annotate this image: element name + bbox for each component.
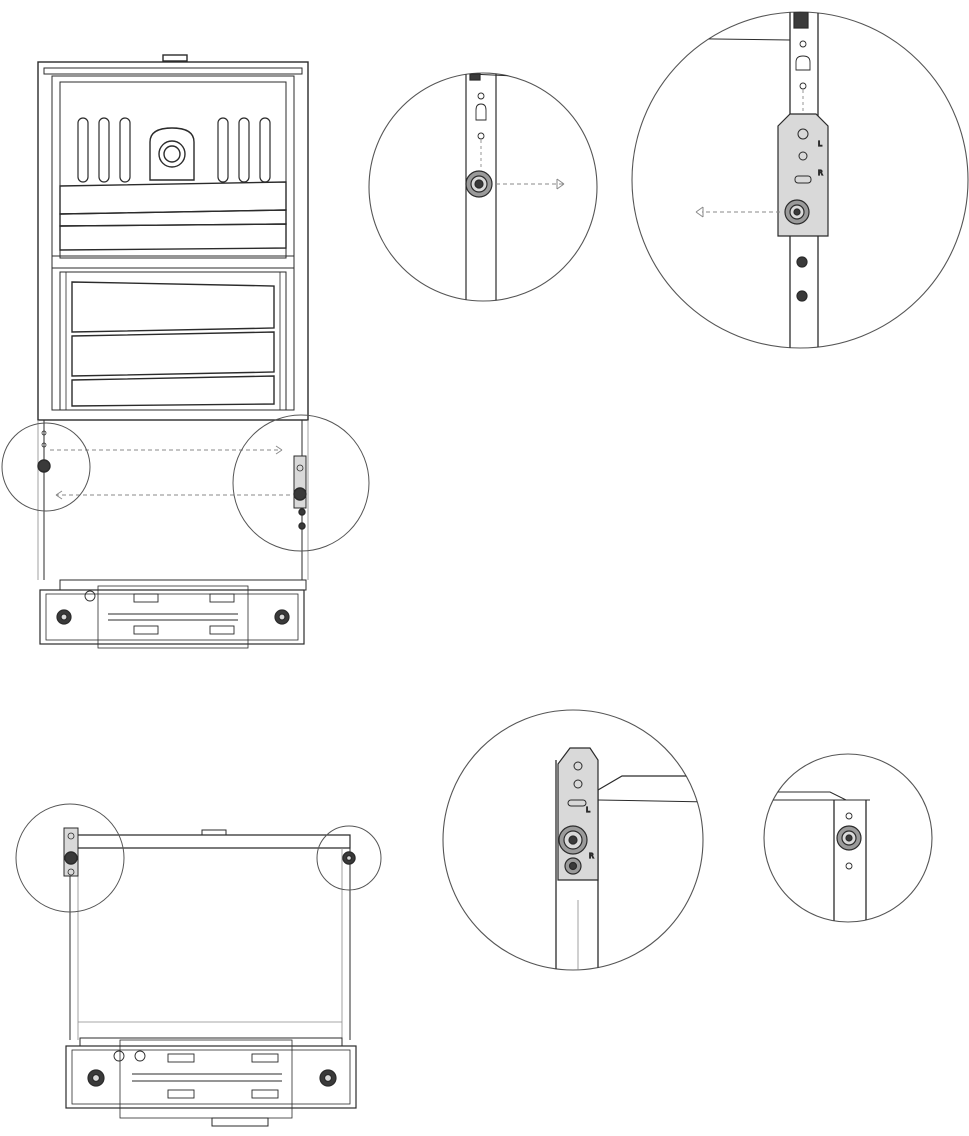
- front-right-bracket: [293, 455, 307, 530]
- detail-circle-a: [368, 72, 598, 302]
- upper-shelf-2: [59, 223, 287, 251]
- detail-left-bracket-installed: L R: [442, 709, 704, 971]
- burner-housing: [149, 127, 195, 181]
- mark-left-installed: L: [586, 806, 590, 814]
- outer-frame: [37, 61, 309, 421]
- detail-right-pin-installed: [763, 753, 933, 923]
- detail-left-pin: [368, 72, 598, 302]
- front-left-pin: [37, 430, 51, 473]
- rear-left-detail-circle: [15, 803, 125, 913]
- lower-shelf-1: [71, 281, 275, 333]
- detail-right-bracket: L R: [631, 11, 969, 349]
- top-handle: [162, 54, 188, 62]
- rear-left-bracket: [63, 827, 79, 877]
- front-left-detail-circle: [1, 422, 91, 512]
- rear-base-rails: [65, 1037, 357, 1127]
- mark-right-installed: R: [589, 852, 594, 860]
- front-motion-arrows: [50, 445, 290, 500]
- detail-circle-c: [442, 709, 704, 971]
- mark-left: L: [818, 140, 822, 148]
- rear-right-detail-circle: [316, 825, 382, 891]
- lower-shelf-2: [71, 331, 275, 377]
- burner-port: [158, 140, 186, 168]
- front-base-rails: [39, 579, 307, 649]
- front-view-appliance: [1, 54, 370, 649]
- rear-right-pin: [342, 851, 356, 865]
- lower-shelf-3: [71, 375, 275, 407]
- rear-top-edge: [69, 834, 351, 849]
- front-right-detail-circle: [232, 414, 370, 552]
- tubes-right: [217, 117, 271, 183]
- tubes-left: [77, 117, 131, 183]
- rear-view-appliance: [15, 803, 382, 1127]
- mark-right: R: [818, 169, 823, 177]
- detail-circle-d: [763, 753, 933, 923]
- upper-shelf-1: [59, 181, 287, 215]
